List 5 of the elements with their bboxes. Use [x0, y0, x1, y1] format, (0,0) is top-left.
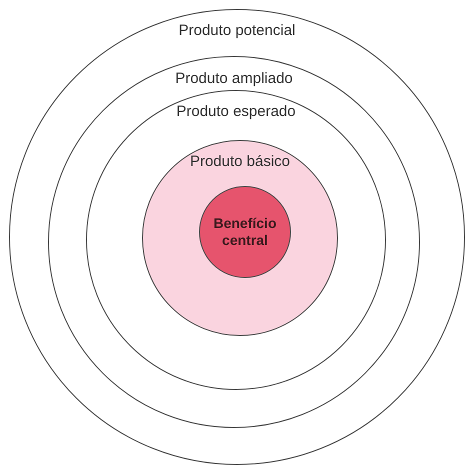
- ring-label: Produto ampliado: [174, 70, 294, 87]
- ring-label: Produto esperado: [175, 103, 297, 120]
- ring-label: Produto básico: [188, 153, 292, 170]
- ring-label: Produto potencial: [178, 22, 296, 39]
- core-label: Benefício central: [212, 215, 278, 249]
